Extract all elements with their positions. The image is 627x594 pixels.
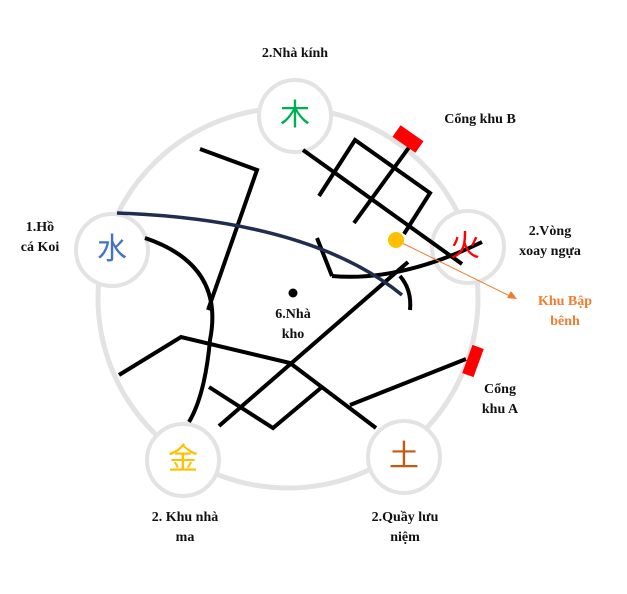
path-southwest <box>117 334 378 430</box>
seesaw-arrow <box>397 240 511 297</box>
earth-element-icon: 土 <box>389 439 419 474</box>
path-west-curve <box>144 236 215 424</box>
node-circle-metal <box>145 422 221 498</box>
wood-element-icon: 木 <box>280 98 310 133</box>
label-carousel: 2.Vòng xoay ngựa <box>519 224 581 259</box>
node-circle-water <box>74 212 150 288</box>
label-seesaw: Khu Bập bênh <box>537 294 593 329</box>
metal-element-icon: 金 <box>168 442 198 477</box>
label-koi-pond: 1.Hồ cá Koi <box>20 220 60 255</box>
path-grid-loop <box>317 137 433 236</box>
label-gate-a: Cổng khu A <box>481 382 519 417</box>
fire-element-icon: 火 <box>450 229 480 264</box>
path-fire-curve <box>331 240 483 279</box>
seesaw-marker <box>388 232 404 248</box>
label-gate-b: Cổng khu B <box>444 112 516 127</box>
path-grid-cross <box>352 144 412 225</box>
gate-b-marker <box>392 125 424 153</box>
path-diagonal <box>217 260 410 428</box>
path-east-curve <box>398 274 413 311</box>
path-gate-a <box>349 357 467 407</box>
path-hook <box>315 237 334 277</box>
label-warehouse: 6.Nhà kho <box>275 307 311 342</box>
path-south-zigzag <box>207 385 324 431</box>
node-circle-earth <box>366 419 442 495</box>
seesaw-arrowhead <box>507 291 517 299</box>
path-grid-main <box>301 148 464 266</box>
warehouse-dot <box>288 288 298 298</box>
node-circle-wood <box>257 78 333 154</box>
path-north <box>199 147 260 311</box>
label-souvenir-shop: 2.Quầy lưu niệm <box>371 510 439 545</box>
gate-a-marker <box>462 344 484 378</box>
water-element-icon: 水 <box>97 232 127 267</box>
label-greenhouse: 2.Nhà kính <box>261 46 329 61</box>
label-haunted-house: 2. Khu nhà ma <box>151 510 219 545</box>
river-curve <box>116 211 404 297</box>
